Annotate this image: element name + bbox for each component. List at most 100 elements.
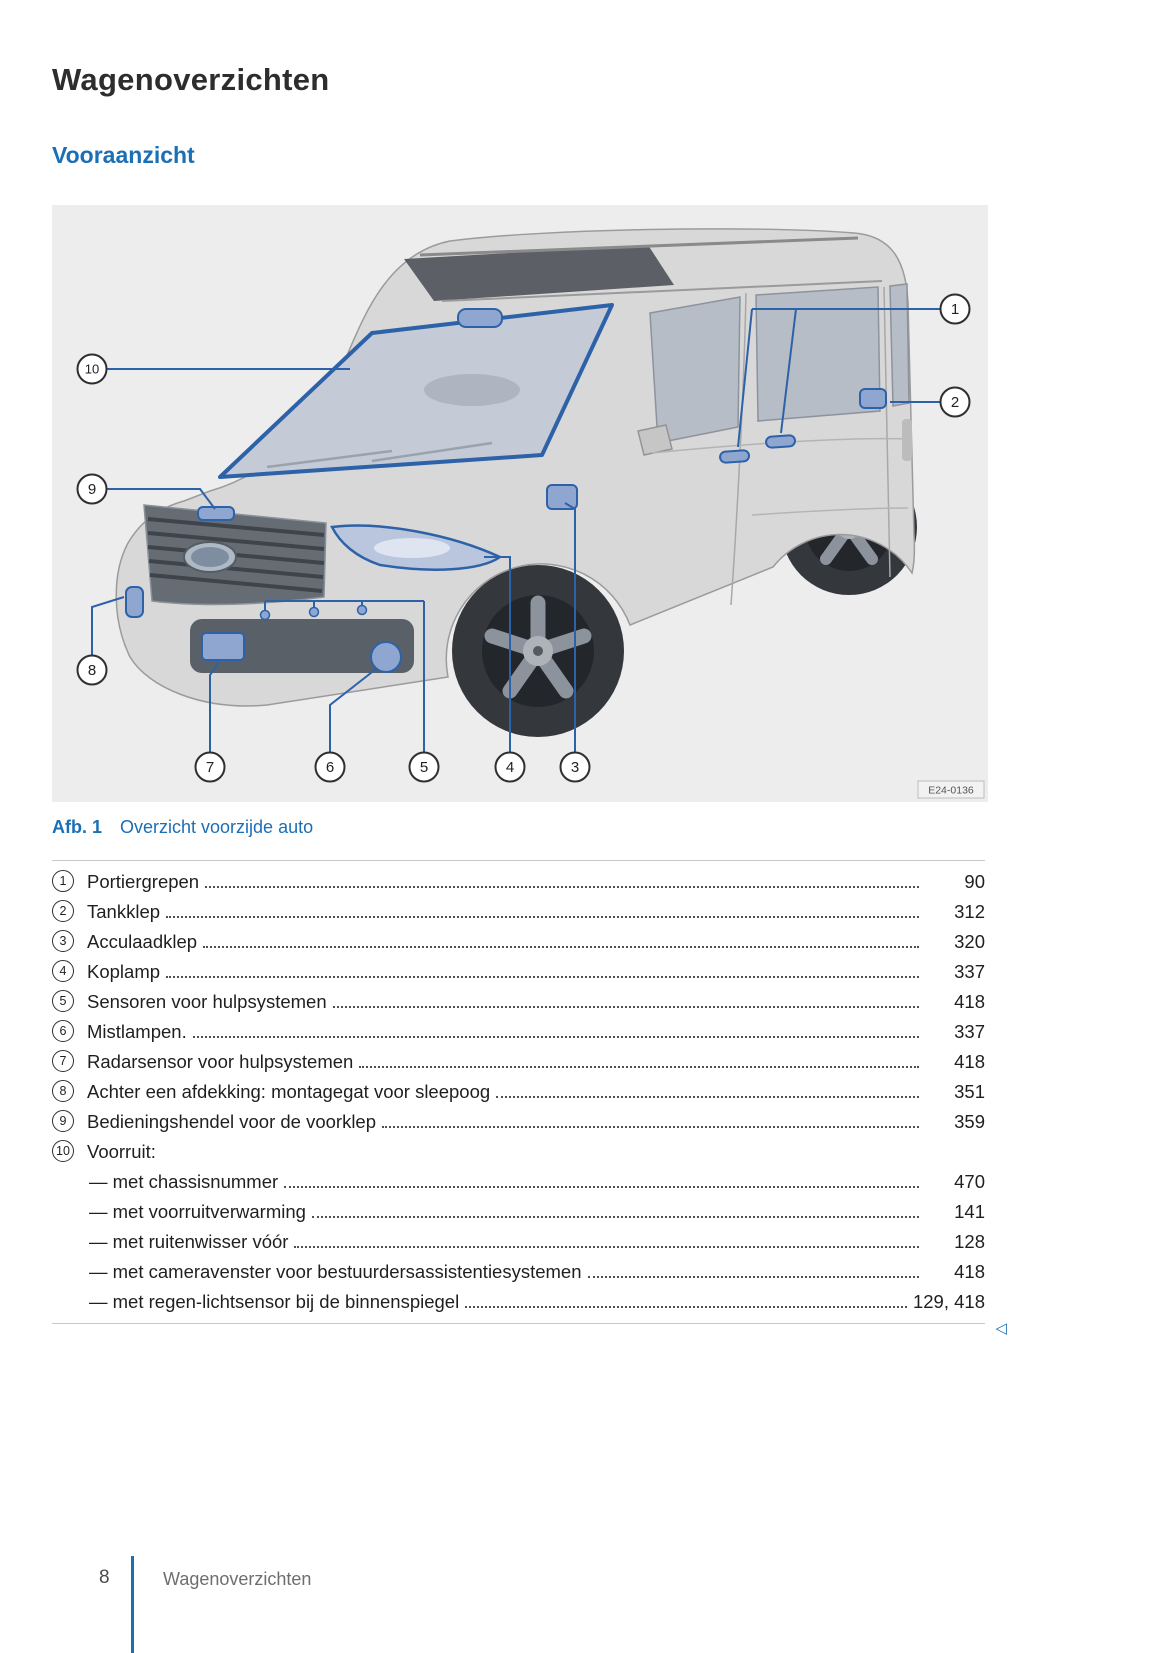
legend-page-ref: 141 xyxy=(954,1201,985,1222)
callout-badge-9: 9 xyxy=(76,473,108,505)
door-handle-front xyxy=(719,449,751,464)
legend-label: Radarsensor voor hulpsystemen xyxy=(87,1051,354,1072)
dot-leader xyxy=(294,1246,919,1248)
front-wheel xyxy=(452,565,624,737)
parking-sensor-3 xyxy=(356,604,368,616)
legend-number-badge: 3 xyxy=(52,930,74,952)
fuel-flap xyxy=(859,388,887,409)
legend-row: 9 Bedieningshendel voor de voorklep 359 xyxy=(52,1107,985,1137)
vehicle-illustration: 1 2 10 9 8 7 6 5 4 3 E24-0136 xyxy=(52,205,988,802)
legend-subrow: — met voorruitverwarming 141 xyxy=(52,1197,985,1227)
legend-page-ref: 320 xyxy=(954,931,985,952)
legend-row: 4 Koplamp 337 xyxy=(52,957,985,987)
callout-line-4 xyxy=(484,556,511,753)
callout-badge-8: 8 xyxy=(76,654,108,686)
windshield xyxy=(218,303,614,479)
legend-row: 2 Tankklep 312 xyxy=(52,897,985,927)
parking-sensor-1 xyxy=(259,609,271,621)
callout-line-9 xyxy=(106,488,216,510)
legend-subrow: — met chassisnummer 470 xyxy=(52,1167,985,1197)
callout-line-7 xyxy=(209,661,220,753)
svg-text:5: 5 xyxy=(420,759,428,776)
svg-text:1: 1 xyxy=(951,301,959,318)
callout-line-1 xyxy=(737,308,941,448)
legend-number-badge: 10 xyxy=(52,1140,74,1162)
legend-row: 3 Acculaadklep 320 xyxy=(52,927,985,957)
legend-number-badge: 9 xyxy=(52,1110,74,1132)
callout-badge-10: 10 xyxy=(76,353,108,385)
legend-label: Tankklep xyxy=(87,901,161,922)
legend-number-badge: 7 xyxy=(52,1050,74,1072)
dot-leader xyxy=(192,1036,919,1038)
legend-page-ref: 129, 418 xyxy=(912,1291,985,1312)
svg-text:3: 3 xyxy=(571,759,579,776)
callout-line-5 xyxy=(264,600,425,753)
parking-sensor-2 xyxy=(308,606,320,618)
side-mirror xyxy=(637,424,673,456)
dot-leader xyxy=(284,1186,919,1188)
legend-label: Mistlampen. xyxy=(87,1021,187,1042)
legend-subrow: — met cameravenster voor bestuurdersassi… xyxy=(52,1257,985,1287)
legend-label: Sensoren voor hulpsystemen xyxy=(87,991,327,1012)
panorama-roof xyxy=(404,245,674,301)
vehicle-drawing xyxy=(115,228,917,737)
tail-light xyxy=(902,419,912,461)
footer-divider-bar xyxy=(131,1556,134,1653)
footer-section-title: Wagenoverzichten xyxy=(163,1569,312,1589)
dot-leader xyxy=(332,1006,919,1008)
legend-row: 5 Sensoren voor hulpsystemen 418 xyxy=(52,987,985,1017)
legend-page-ref: 418 xyxy=(954,1051,985,1072)
legend-page-ref: 312 xyxy=(954,901,985,922)
legend-number-badge: 2 xyxy=(52,900,74,922)
legend-number-badge: 8 xyxy=(52,1080,74,1102)
dot-leader xyxy=(205,886,919,888)
legend-number-badge: 5 xyxy=(52,990,74,1012)
legend-page-ref: 418 xyxy=(954,991,985,1012)
callout-badge-7: 7 xyxy=(194,751,226,783)
legend-number-badge: 1 xyxy=(52,870,74,892)
callout-badge-4: 4 xyxy=(494,751,526,783)
legend-page-ref: 90 xyxy=(964,871,985,892)
legend-label: Bedieningshendel voor de voorklep xyxy=(87,1111,377,1132)
figure-caption-text: Overzicht voorzijde auto xyxy=(120,817,314,837)
callout-line-3 xyxy=(564,502,576,753)
fog-lamp xyxy=(370,641,402,673)
svg-text:E24-0136: E24-0136 xyxy=(928,785,974,797)
legend-sublabel: — met voorruitverwarming xyxy=(89,1201,306,1222)
dot-leader xyxy=(465,1306,907,1308)
dot-leader xyxy=(166,916,919,918)
legend-row: 1 Portiergrepen 90 xyxy=(52,867,985,897)
legend-page-ref: 337 xyxy=(954,1021,985,1042)
front-door-window xyxy=(649,296,741,444)
legend-page-ref: 470 xyxy=(954,1171,985,1192)
legend-label: Koplamp xyxy=(87,961,161,982)
legend-number-badge: 4 xyxy=(52,960,74,982)
svg-text:7: 7 xyxy=(206,759,214,776)
legend-sublabel: — met ruitenwisser vóór xyxy=(89,1231,289,1252)
legend-label: Acculaadklep xyxy=(87,931,198,952)
legend-page-ref: 418 xyxy=(954,1261,985,1282)
legend-label: Portiergrepen xyxy=(87,871,200,892)
dot-leader xyxy=(359,1066,919,1068)
callout-badge-6: 6 xyxy=(314,751,346,783)
legend-sublabel: — met regen-lichtsensor bij de binnenspi… xyxy=(89,1291,460,1312)
legend-row: 6 Mistlampen. 337 xyxy=(52,1017,985,1047)
legend-page-ref: 351 xyxy=(954,1081,985,1102)
legend-number-badge: 6 xyxy=(52,1020,74,1042)
svg-text:10: 10 xyxy=(85,362,99,377)
dot-leader xyxy=(166,976,919,978)
callout-badge-1: 1 xyxy=(939,293,971,325)
dot-leader xyxy=(496,1096,919,1098)
dot-leader xyxy=(311,1216,919,1218)
dot-leader xyxy=(382,1126,919,1128)
tow-eye-cover xyxy=(125,586,144,618)
svg-text:2: 2 xyxy=(951,394,959,411)
dot-leader xyxy=(587,1276,919,1278)
legend-sublabel: — met chassisnummer xyxy=(89,1171,279,1192)
door-handle-rear xyxy=(765,434,797,449)
image-code-label: E24-0136 xyxy=(917,780,985,799)
dot-leader xyxy=(203,946,919,948)
callout-line-8 xyxy=(91,596,125,656)
legend-sublabel: — met cameravenster voor bestuurdersassi… xyxy=(89,1261,582,1282)
